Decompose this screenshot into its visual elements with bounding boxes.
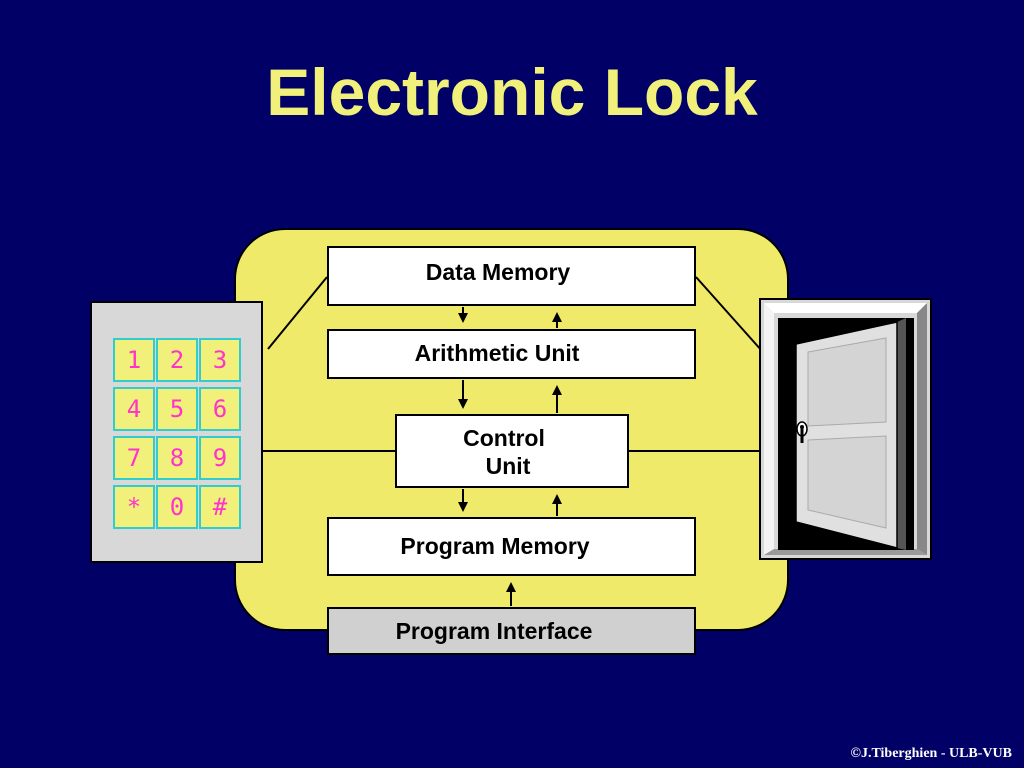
keypad-key[interactable]: 1: [113, 338, 155, 382]
keypad-key-label: 2: [170, 346, 184, 374]
keypad-key[interactable]: 7: [113, 436, 155, 480]
arithmetic-unit-block: Arithmetic Unit: [327, 329, 696, 379]
keypad-key[interactable]: 5: [156, 387, 198, 431]
keypad-key-label: 0: [170, 493, 184, 521]
arithmetic-unit-label: Arithmetic Unit: [415, 340, 580, 366]
keypad-key-label: #: [213, 493, 228, 521]
control-unit-block: Control Unit: [395, 414, 629, 488]
keypad-key[interactable]: 4: [113, 387, 155, 431]
program-interface-block: Program Interface: [327, 607, 696, 655]
keypad-key-label: 5: [170, 395, 184, 423]
program-memory-label: Program Memory: [400, 533, 589, 559]
copyright-notice: ©J.Tiberghien - ULB-VUB: [850, 746, 1013, 761]
slide-title: Electronic Lock: [266, 55, 758, 129]
keypad-key[interactable]: 8: [156, 436, 198, 480]
keypad-key-label: 4: [127, 395, 141, 423]
keypad-key[interactable]: 2: [156, 338, 198, 382]
keypad-key-label: 7: [127, 444, 141, 472]
program-memory-block: Program Memory: [327, 517, 696, 576]
data-memory-label: Data Memory: [426, 259, 571, 285]
door-open-icon: [759, 298, 932, 560]
program-interface-label: Program Interface: [396, 618, 593, 644]
keypad-key[interactable]: #: [199, 485, 241, 529]
keypad-key-label: 1: [127, 346, 141, 374]
keypad-key[interactable]: *: [113, 485, 155, 529]
control-unit-label-line2: Unit: [486, 453, 531, 479]
keypad: 1 2 3 4 5 6 7 8 9 * 0 #: [90, 301, 263, 563]
keypad-key-label: 9: [213, 444, 227, 472]
keypad-key[interactable]: 6: [199, 387, 241, 431]
keypad-key-label: 8: [170, 444, 184, 472]
keypad-key[interactable]: 3: [199, 338, 241, 382]
keypad-key-label: 6: [213, 395, 227, 423]
keypad-key[interactable]: 9: [199, 436, 241, 480]
data-memory-block: Data Memory: [327, 246, 696, 306]
connection-lines: [262, 276, 763, 452]
keypad-key[interactable]: 0: [156, 485, 198, 529]
keypad-key-label: *: [127, 493, 141, 521]
control-unit-label-line1: Control: [463, 425, 545, 451]
keypad-key-label: 3: [213, 346, 227, 374]
data-flow-arrows: [458, 307, 562, 606]
